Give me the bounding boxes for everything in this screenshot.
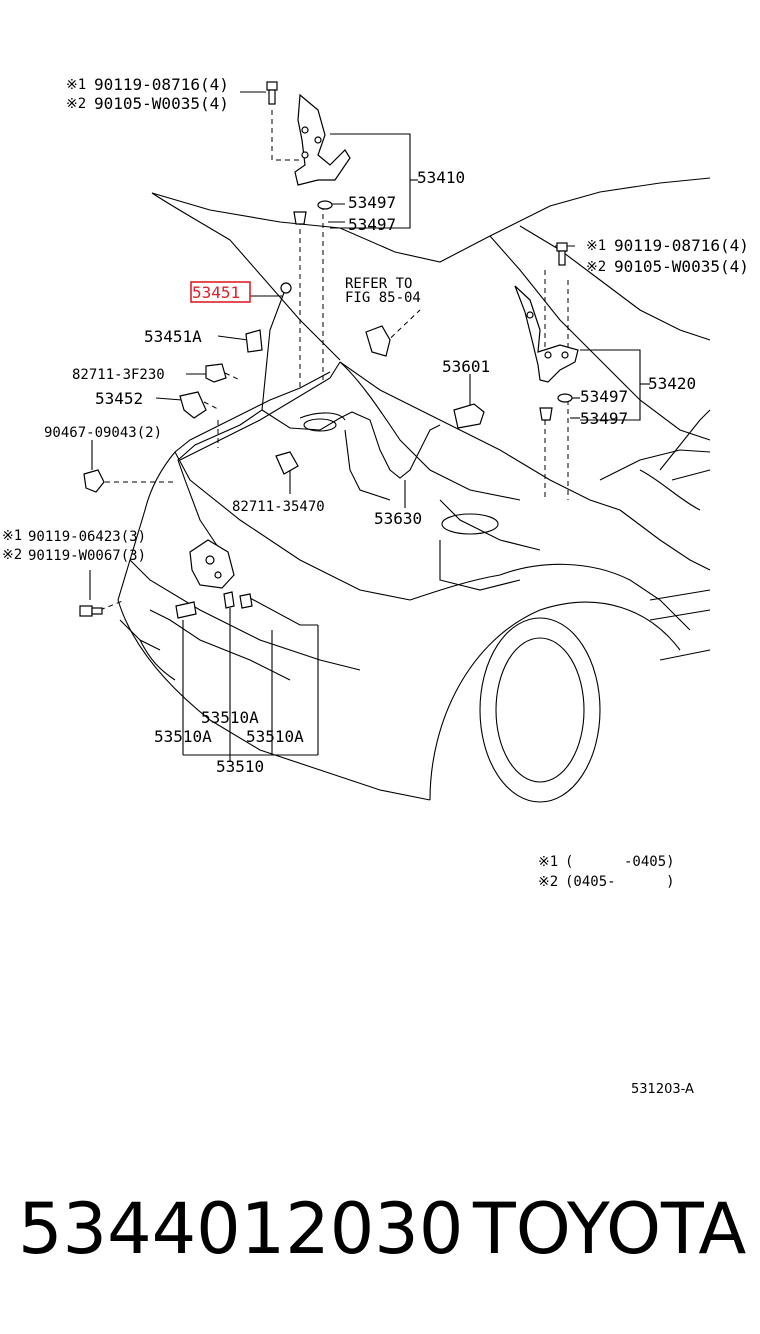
- highlight-box: [190, 281, 251, 303]
- legend-text: ( -0405): [565, 854, 675, 870]
- callout-mark: ※2: [2, 547, 22, 563]
- legend-text: (0405- ): [565, 874, 675, 890]
- callout-mark: ※2: [66, 96, 86, 112]
- callout-mark: ※1: [66, 77, 86, 93]
- callout-mark: ※1: [2, 528, 22, 544]
- spring-icon: [239, 593, 253, 609]
- part-label[interactable]: 53497: [580, 409, 628, 428]
- part-label[interactable]: 53497: [580, 387, 628, 406]
- refer-note[interactable]: FIG 85-04: [345, 290, 421, 306]
- part-label[interactable]: 53497: [348, 215, 396, 234]
- spring-icon: [223, 591, 235, 609]
- release-lever-icon: [453, 403, 485, 429]
- part-shapes: [79, 81, 579, 619]
- part-label[interactable]: 53510: [216, 757, 264, 776]
- part-label[interactable]: 53510A: [201, 708, 259, 727]
- part-label[interactable]: 82711-3F230: [72, 367, 165, 383]
- clamp-icon: [179, 391, 207, 419]
- legend-mark: ※1: [538, 854, 558, 870]
- part-label-highlighted[interactable]: 53451: [192, 283, 240, 302]
- part-label[interactable]: 53410: [417, 168, 465, 187]
- part-label[interactable]: 90105-W0035(4): [94, 94, 229, 113]
- part-label[interactable]: 90119-W0067(3): [28, 548, 146, 564]
- cushion-icon: [539, 407, 553, 421]
- brand-name: TOYOTA: [473, 1188, 747, 1270]
- part-label[interactable]: 53497: [348, 193, 396, 212]
- car-outline-drawing: [117, 177, 711, 803]
- leader-lines: [89, 91, 650, 762]
- part-label[interactable]: 53601: [442, 357, 490, 376]
- refer-note: REFER TO: [345, 276, 412, 292]
- clip-icon: [83, 469, 105, 493]
- bolt-icon: [266, 81, 278, 105]
- spring-icon: [175, 601, 197, 619]
- dashed-leaders: [99, 110, 569, 611]
- bracket-icon: [365, 325, 391, 357]
- bolt-icon: [79, 605, 103, 617]
- part-label[interactable]: 53451A: [144, 327, 202, 346]
- legend-mark: ※2: [538, 874, 558, 890]
- cushion-icon: [293, 211, 307, 225]
- support-rod-top-icon: [280, 282, 292, 294]
- hood-lock-icon: [189, 539, 235, 589]
- callout-mark: ※1: [586, 238, 606, 254]
- diagram-code: 531203-A: [631, 1082, 694, 1097]
- part-number: 5344012030: [18, 1188, 464, 1270]
- part-label[interactable]: 90467-09043(2): [44, 425, 162, 441]
- part-label[interactable]: 90105-W0035(4): [614, 257, 749, 276]
- bolt-icon: [556, 242, 568, 266]
- hood-hinge-left-icon: [294, 93, 351, 186]
- hood-hinge-right-icon: [514, 285, 579, 383]
- callout-mark: ※2: [586, 259, 606, 275]
- part-label[interactable]: 53510A: [246, 727, 304, 746]
- part-label[interactable]: 53420: [648, 374, 696, 393]
- part-label[interactable]: 82711-35470: [232, 499, 325, 515]
- footer: 5344012030 TOYOTA: [18, 1188, 748, 1270]
- clamp-icon: [205, 363, 227, 383]
- part-label[interactable]: 53510A: [154, 727, 212, 746]
- part-label[interactable]: 53630: [374, 509, 422, 528]
- part-label[interactable]: 90119-08716(4): [94, 75, 229, 94]
- clamp-icon: [275, 451, 299, 475]
- part-label[interactable]: 53452: [95, 389, 143, 408]
- washer-icon: [317, 200, 333, 210]
- grommet-icon: [245, 329, 263, 353]
- part-label[interactable]: 90119-06423(3): [28, 529, 146, 545]
- part-label[interactable]: 90119-08716(4): [614, 236, 749, 255]
- washer-icon: [557, 393, 573, 403]
